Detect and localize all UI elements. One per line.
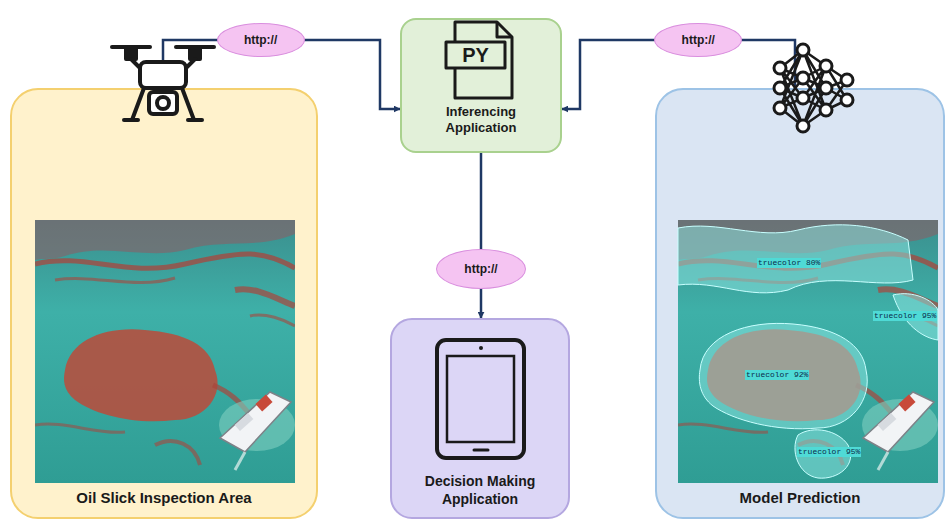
python-file-icon <box>446 22 512 98</box>
neural-network-icon <box>774 44 853 132</box>
protocol-label: http:// <box>436 249 526 289</box>
node-title: Inferencing Application <box>420 104 542 136</box>
http-connector <box>480 153 483 318</box>
mask-confidence-label: truecolor 92% <box>745 370 809 380</box>
oil-slick-photo <box>35 220 295 483</box>
icon-text: PY <box>448 42 503 68</box>
protocol-label: http:// <box>217 23 305 57</box>
segmentation-masks <box>678 225 938 478</box>
node-title: Model Prediction <box>667 488 933 507</box>
mask-confidence-label: truecolor 95% <box>873 311 937 321</box>
inferencing-box: PY Inferencing Application <box>400 18 562 153</box>
protocol-label: http:// <box>654 23 742 57</box>
prediction-photo <box>678 220 938 483</box>
mask-confidence-label: truecolor 80% <box>757 258 821 268</box>
drone-icon <box>112 47 214 120</box>
tablet-icon <box>437 340 524 458</box>
node-title: Decision Making Application <box>404 472 556 508</box>
mask-confidence-label: truecolor 95% <box>797 447 861 457</box>
node-title: Oil Slick Inspection Area <box>22 488 306 507</box>
